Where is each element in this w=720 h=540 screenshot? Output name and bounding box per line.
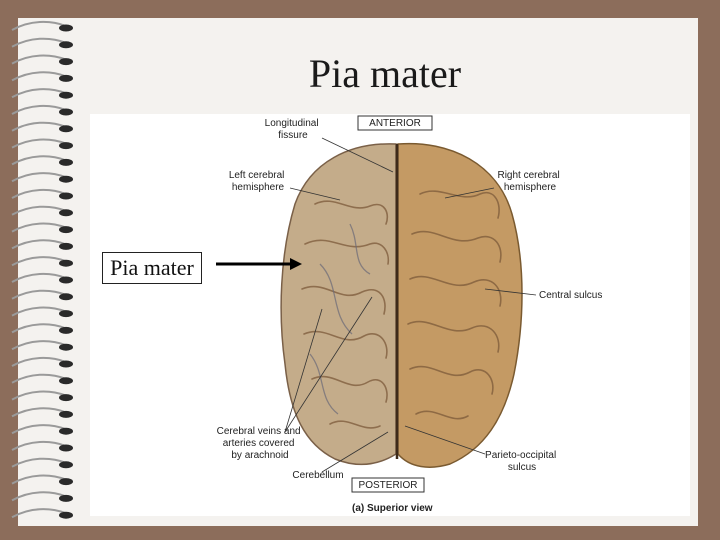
binding-wire — [11, 491, 67, 502]
cerebral-veins-label: Cerebral veins and arteries covered by a… — [217, 426, 304, 461]
binding-wire — [11, 239, 67, 250]
binding-wire — [11, 508, 67, 519]
binding-hole — [59, 427, 73, 435]
binding-wire — [11, 390, 67, 401]
binding-hole — [59, 511, 73, 519]
binding-hole — [59, 343, 73, 351]
binding-hole — [59, 377, 73, 385]
spiral-binding — [11, 20, 73, 519]
binding-hole — [59, 41, 73, 49]
binding-wire — [11, 155, 67, 166]
binding-hole — [59, 310, 73, 318]
binding-wire — [11, 373, 67, 384]
brain-figure: ANTERIOR POSTERIOR Longitudinal fissure … — [90, 114, 690, 516]
binding-wire — [11, 222, 67, 233]
binding-wire — [11, 121, 67, 132]
cerebellum-label: Cerebellum — [292, 470, 343, 481]
binding-wire — [11, 306, 67, 317]
binding-hole — [59, 242, 73, 250]
longitudinal-fissure-label: Longitudinal fissure — [265, 118, 322, 141]
binding-hole — [59, 74, 73, 82]
binding-wire — [11, 20, 67, 31]
binding-hole — [59, 125, 73, 133]
binding-hole — [59, 494, 73, 502]
anterior-label: ANTERIOR — [369, 118, 421, 129]
right-hemisphere-label: Right cerebral hemisphere — [497, 170, 562, 193]
binding-wire — [11, 104, 67, 115]
binding-hole — [59, 142, 73, 150]
pia-mater-callout: Pia mater — [102, 252, 202, 284]
binding-wire — [11, 440, 67, 451]
caption: (a) Superior view — [352, 503, 433, 514]
parieto-occipital-label: Parieto-occipital sulcus — [485, 450, 559, 473]
binding-hole — [59, 209, 73, 217]
binding-wire — [11, 71, 67, 82]
posterior-label: POSTERIOR — [359, 480, 418, 491]
binding-hole — [59, 192, 73, 200]
right-hemisphere-shape — [397, 142, 523, 468]
binding-hole — [59, 293, 73, 301]
binding-hole — [59, 360, 73, 368]
binding-wire — [11, 37, 67, 48]
binding-hole — [59, 175, 73, 183]
binding-wire — [11, 424, 67, 435]
binding-hole — [59, 461, 73, 469]
binding-wire — [11, 457, 67, 468]
binding-wire — [11, 340, 67, 351]
left-hemisphere-label: Left cerebral hemisphere — [229, 170, 287, 193]
binding-wire — [11, 474, 67, 485]
left-hemisphere-shape — [280, 143, 397, 466]
binding-wire — [11, 88, 67, 99]
binding-hole — [59, 158, 73, 166]
posterior-box — [351, 477, 425, 493]
binding-hole — [59, 394, 73, 402]
binding-wire — [11, 256, 67, 267]
binding-hole — [59, 444, 73, 452]
binding-wire — [11, 205, 67, 216]
binding-wire — [11, 323, 67, 334]
binding-wire — [11, 172, 67, 183]
binding-hole — [59, 259, 73, 267]
binding-wire — [11, 356, 67, 367]
anterior-box — [357, 115, 433, 131]
slide-title: Pia mater — [308, 51, 462, 96]
central-sulcus-label: Central sulcus — [539, 290, 602, 301]
binding-wire — [11, 188, 67, 199]
binding-hole — [59, 410, 73, 418]
binding-wire — [11, 407, 67, 418]
binding-hole — [59, 226, 73, 234]
binding-hole — [59, 108, 73, 116]
binding-wire — [11, 272, 67, 283]
binding-wire — [11, 138, 67, 149]
binding-hole — [59, 58, 73, 66]
binding-wire — [11, 289, 67, 300]
binding-hole — [59, 24, 73, 32]
binding-wire — [11, 54, 67, 65]
binding-hole — [59, 91, 73, 99]
binding-hole — [59, 276, 73, 284]
binding-hole — [59, 478, 73, 486]
binding-hole — [59, 326, 73, 334]
